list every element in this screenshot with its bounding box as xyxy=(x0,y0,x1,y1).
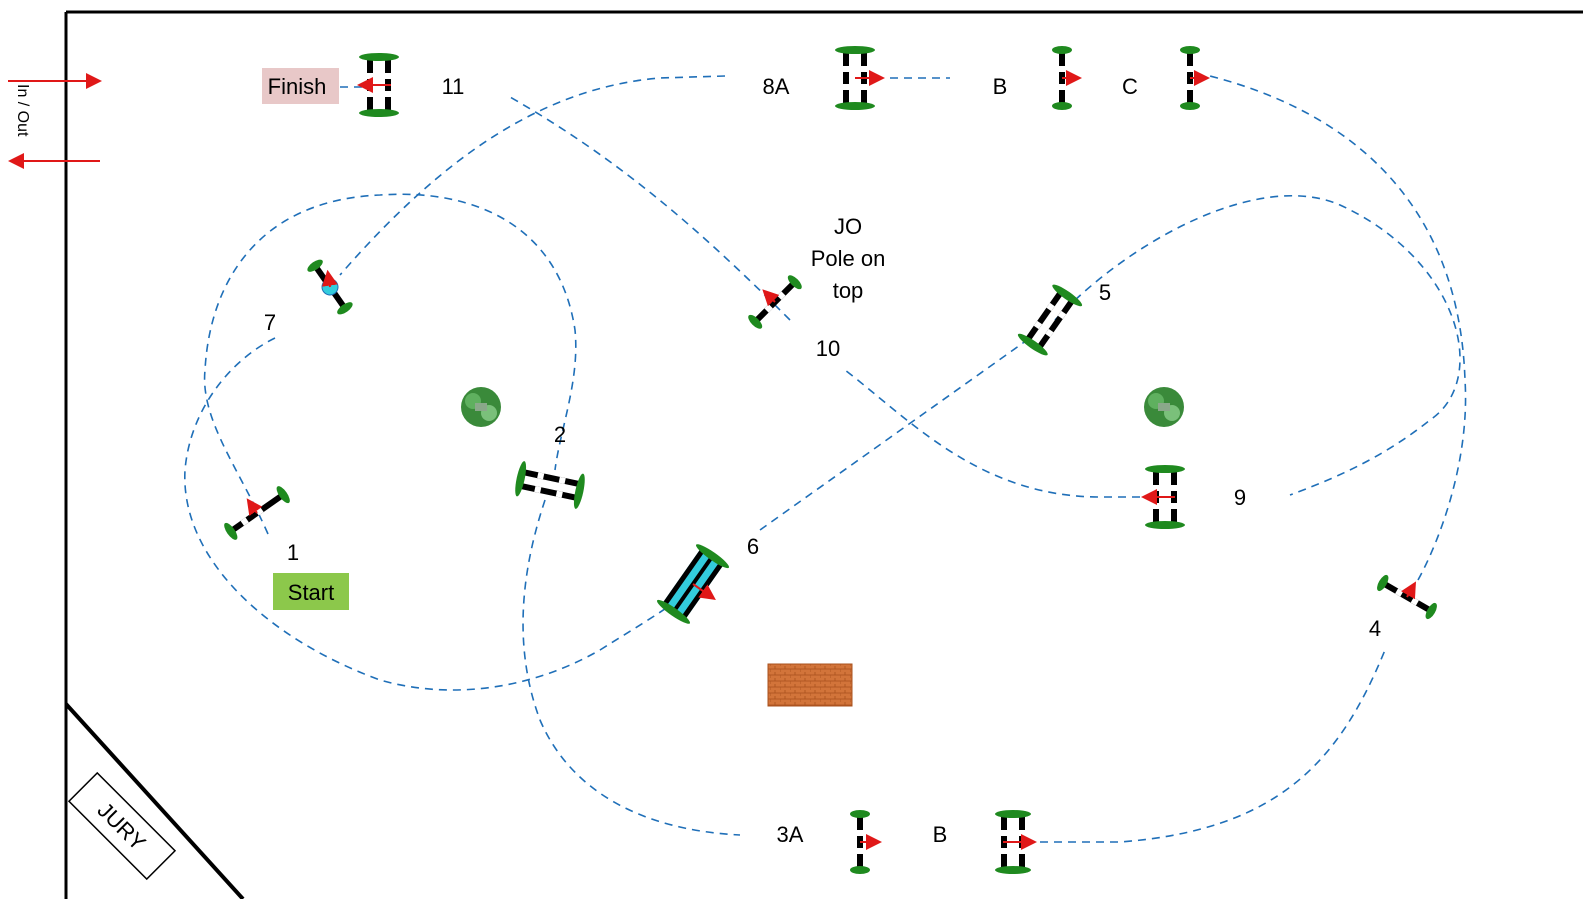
in-out-gate: In / Out xyxy=(8,73,102,169)
fence-9-label: 9 xyxy=(1234,485,1246,510)
fence-10 xyxy=(748,275,802,329)
start-box: Start xyxy=(273,573,349,610)
finish-box: Finish xyxy=(262,68,339,104)
jury-box: JURY xyxy=(67,771,177,881)
fence-1 xyxy=(224,486,290,540)
fence-3a xyxy=(850,810,882,874)
fence-10-label: 10 xyxy=(816,336,840,361)
jo-note-line-1: JO xyxy=(834,214,862,239)
fence-2 xyxy=(515,461,585,509)
fence-11 xyxy=(357,53,399,117)
arena-border xyxy=(64,10,1583,899)
start-label: Start xyxy=(288,580,334,605)
course-track xyxy=(184,75,1467,843)
fence-8b xyxy=(1052,46,1082,110)
fence-4-label: 4 xyxy=(1369,616,1381,641)
in-out-label: In / Out xyxy=(14,84,31,137)
fence-5-label: 5 xyxy=(1099,280,1111,305)
fence-5 xyxy=(1017,284,1083,356)
fence-2-label: 2 xyxy=(554,422,566,447)
fence-8c xyxy=(1180,46,1210,110)
tree-icon xyxy=(1144,387,1184,427)
jo-note-line-2: Pole on xyxy=(811,246,886,271)
fence-8a xyxy=(835,46,885,110)
fence-labels: 1 2 3A B 4 5 6 7 8A B C 9 10 11 xyxy=(264,74,1381,847)
fence-11-label: 11 xyxy=(442,74,465,99)
finish-label: Finish xyxy=(268,74,327,99)
tree-icon xyxy=(461,387,501,427)
jo-note-line-3: top xyxy=(833,278,864,303)
fence-1-label: 1 xyxy=(287,540,299,565)
fence-4 xyxy=(1377,574,1437,620)
brick-box-icon xyxy=(767,663,853,707)
jo-note: JO Pole on top xyxy=(811,214,886,303)
fence-8a-label: 8A xyxy=(763,74,790,99)
fence-6 xyxy=(656,544,730,624)
fence-9 xyxy=(1141,465,1185,529)
fence-7 xyxy=(307,259,353,315)
fence-8c-label: C xyxy=(1122,74,1138,99)
fence-3b xyxy=(995,810,1037,874)
fence-3b-label: B xyxy=(933,822,948,847)
fence-8b-label: B xyxy=(993,74,1008,99)
fence-3a-label: 3A xyxy=(777,822,804,847)
fence-6-label: 6 xyxy=(747,534,759,559)
fence-7-label: 7 xyxy=(264,310,276,335)
